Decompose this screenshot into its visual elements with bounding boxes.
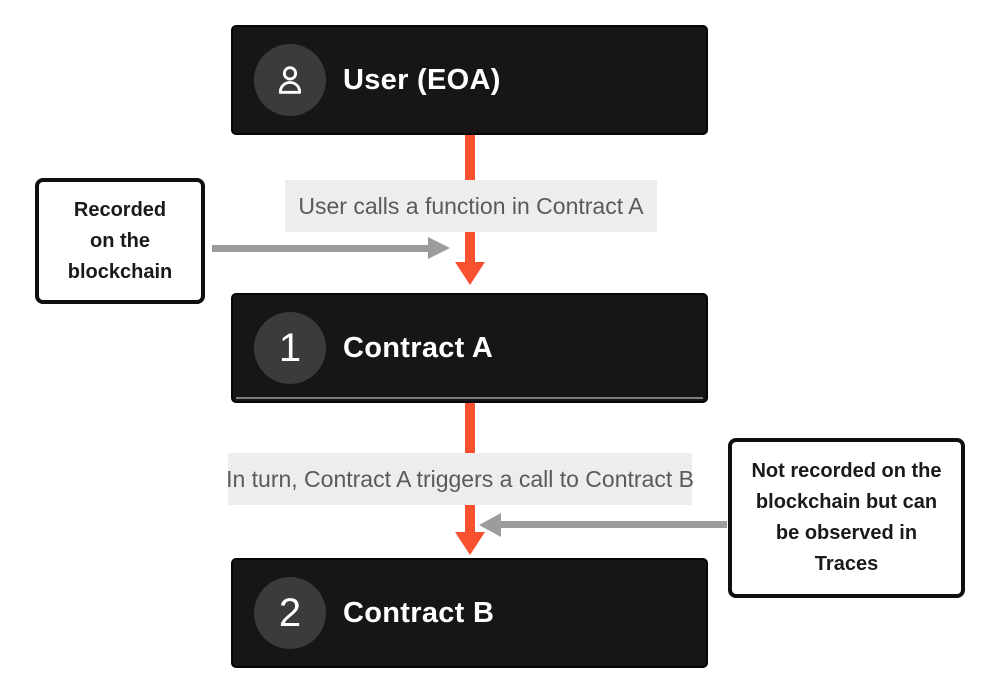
- contract-a-node: 1 Contract A: [231, 293, 708, 403]
- step-number: 2: [278, 591, 302, 635]
- node-label: User (EOA): [343, 63, 501, 96]
- note-line: Traces: [814, 553, 879, 575]
- note-line: Recorded: [73, 198, 167, 221]
- recorded-note-arrow-head: [428, 237, 450, 259]
- arrow-user-to-contract-a-head: [455, 262, 485, 285]
- edge-label-user-call: User calls a function in Contract A: [285, 180, 657, 232]
- step-1-badge: 1: [254, 312, 326, 384]
- step-2-badge: 2: [254, 577, 326, 649]
- recorded-note-arrow: [212, 245, 429, 252]
- recorded-note: Recorded on the blockchain: [35, 178, 205, 304]
- step-number: 1: [278, 326, 302, 370]
- arrow-contract-a-to-contract-b-head: [455, 532, 485, 555]
- node-label: Contract A: [343, 331, 494, 364]
- traces-note: Not recorded on the blockchain but can b…: [728, 438, 965, 598]
- note-line: blockchain but can: [755, 491, 938, 513]
- edge-label-internal-call: In turn, Contract A triggers a call to C…: [226, 453, 694, 505]
- user-node: User (EOA): [231, 25, 708, 135]
- node-label: Contract B: [343, 596, 495, 629]
- user-avatar-circle: [254, 44, 326, 116]
- user-icon: [278, 66, 302, 94]
- note-line: be observed in: [775, 522, 918, 544]
- traces-note-arrow-head: [479, 513, 501, 537]
- contract-b-node: 2 Contract B: [231, 558, 708, 668]
- note-line: on the: [90, 229, 150, 252]
- traces-note-arrow: [501, 521, 727, 528]
- note-line: Not recorded on the: [751, 460, 942, 482]
- note-line: blockchain: [67, 260, 173, 283]
